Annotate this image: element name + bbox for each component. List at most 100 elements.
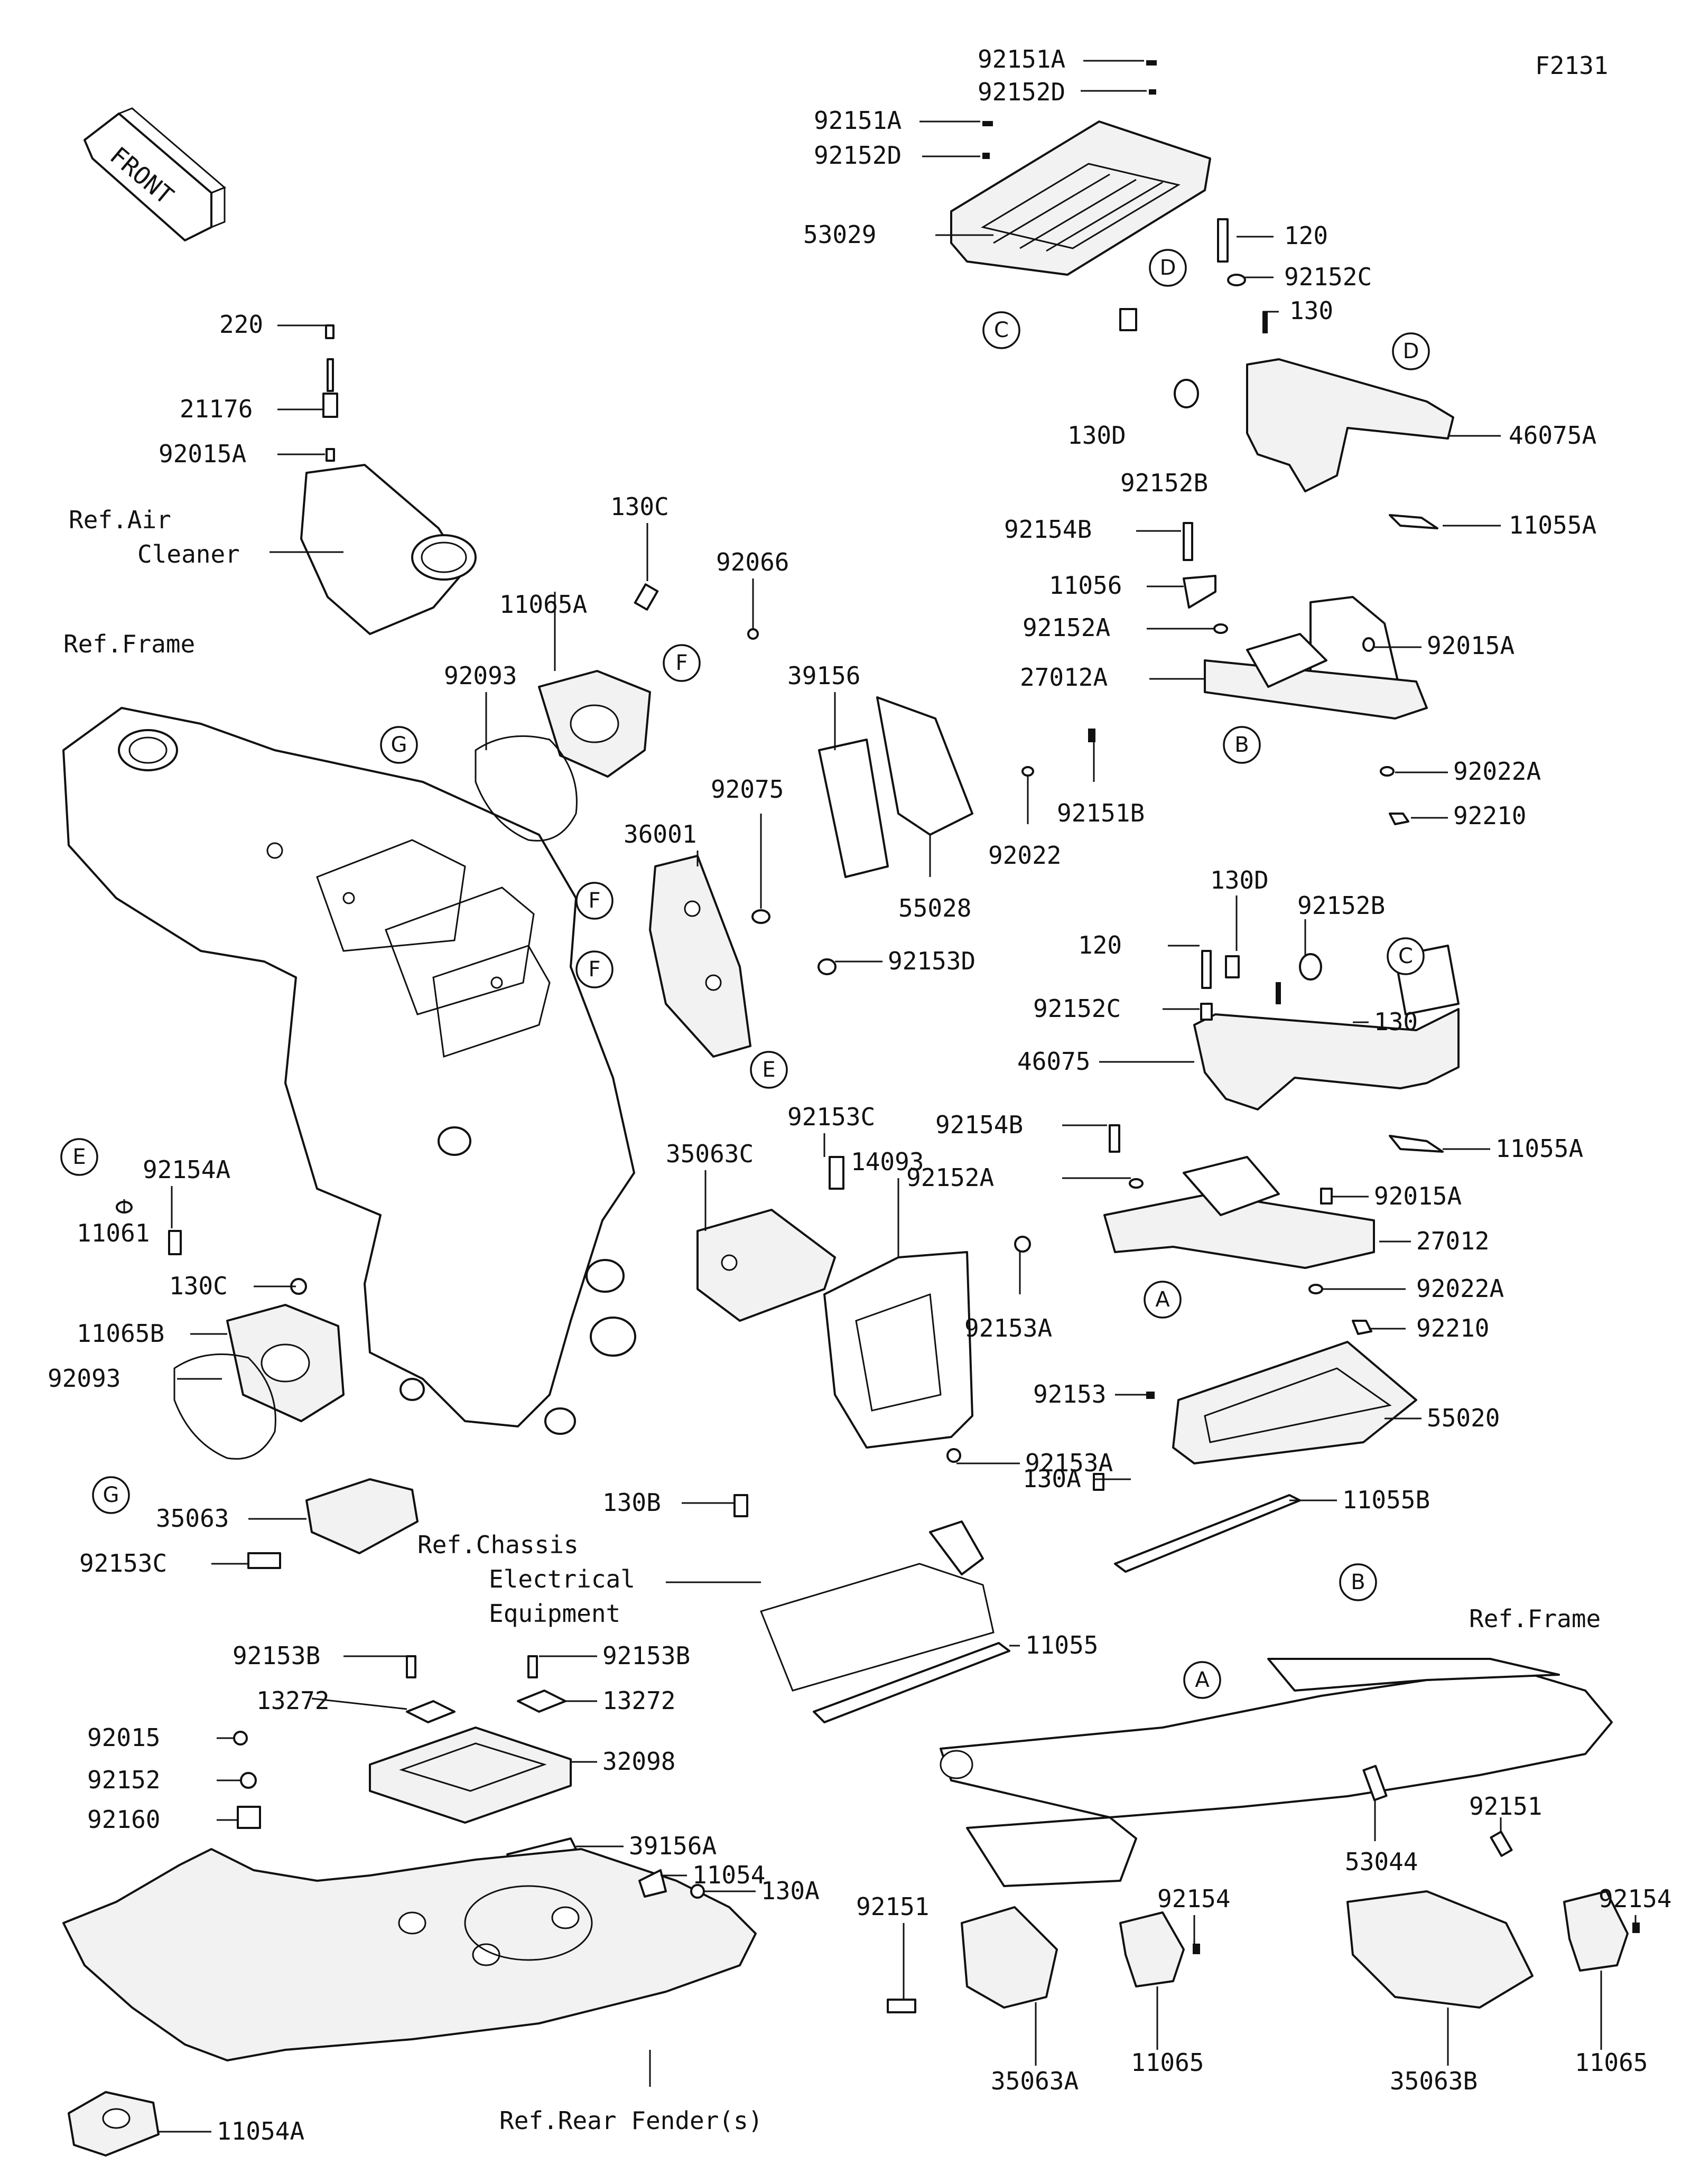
label-11065A: 11065A xyxy=(499,590,587,619)
part-13272-brackets xyxy=(406,1690,566,1723)
part-55020-tray xyxy=(1172,1341,1417,1464)
label-35063C: 35063C xyxy=(666,1140,754,1168)
label-92210-mid: 92210 xyxy=(1416,1314,1489,1342)
part-11065-left-footrest xyxy=(1119,1911,1185,1987)
label-92152D-top: 92152D xyxy=(978,78,1065,106)
part-11056-clip xyxy=(1183,575,1216,609)
part-92093-seal-top xyxy=(475,735,578,842)
part-27012A-step-bracket xyxy=(1204,633,1428,720)
label-11055: 11055 xyxy=(1025,1631,1098,1659)
callout-a-low xyxy=(1183,1661,1221,1699)
part-27012-step-bracket xyxy=(1103,1156,1375,1269)
label-130C-mid: 130C xyxy=(169,1272,228,1300)
part-32098-battery-case xyxy=(369,1726,572,1824)
callout-g-top-label: G xyxy=(391,733,407,757)
label-39156A: 39156A xyxy=(629,1832,717,1860)
callout-d-top xyxy=(1149,249,1187,287)
label-92152B-top: 92152B xyxy=(1120,469,1208,497)
callout-f-mid xyxy=(575,882,614,920)
callout-f-mid-label: F xyxy=(588,889,600,913)
callout-c-mid-label: C xyxy=(1398,944,1413,968)
label-32098: 32098 xyxy=(602,1747,675,1776)
label-92151A-top: 92151A xyxy=(978,45,1065,73)
label-11061: 11061 xyxy=(77,1219,150,1247)
part-53044-pin xyxy=(1362,1765,1388,1802)
callout-d-top-label: D xyxy=(1160,256,1176,280)
label-92210-top: 92210 xyxy=(1453,801,1526,830)
label-92153A-bot: 92153A xyxy=(1025,1449,1113,1477)
label-130A-bot: 130A xyxy=(761,1877,820,1905)
label-11055A-mid: 11055A xyxy=(1495,1134,1583,1163)
label-11065B: 11065B xyxy=(77,1319,164,1348)
air-cleaner-duct xyxy=(300,464,477,635)
label-ref-chassis-1: Ref.Chassis xyxy=(417,1530,579,1559)
label-92152A-top: 92152A xyxy=(1023,613,1110,642)
label-92152: 92152 xyxy=(87,1766,160,1794)
callout-markers: C D D B C A G F F F E E G B A xyxy=(60,249,1430,1699)
rear-subframe xyxy=(940,1658,1613,1887)
label-92022: 92022 xyxy=(988,841,1061,870)
label-55028: 55028 xyxy=(898,894,971,922)
label-39156: 39156 xyxy=(787,661,860,690)
label-92153C-mid: 92153C xyxy=(787,1103,875,1131)
callout-e-left xyxy=(60,1138,98,1176)
callout-c-top xyxy=(982,311,1020,349)
part-55028-cover xyxy=(876,696,973,836)
label-ref-chassis-3: Equipment xyxy=(489,1599,620,1628)
label-92151B: 92151B xyxy=(1057,799,1145,827)
part-53029-plate xyxy=(950,120,1211,276)
label-120-mid: 120 xyxy=(1078,931,1122,959)
label-11065-right: 11065 xyxy=(1575,2048,1648,2077)
label-46075A: 46075A xyxy=(1509,421,1596,450)
callout-f-low xyxy=(575,950,614,988)
label-35063A: 35063A xyxy=(991,2067,1079,2095)
part-11065B-cover xyxy=(226,1304,345,1422)
label-130D-mid: 130D xyxy=(1210,866,1269,894)
label-14093: 14093 xyxy=(851,1147,924,1176)
callout-b-top-label: B xyxy=(1234,733,1249,757)
label-130B: 130B xyxy=(602,1488,661,1517)
part-92093-seal-mid xyxy=(173,1353,276,1460)
label-92153D: 92153D xyxy=(888,947,975,975)
rear-fender-under-tray xyxy=(62,1848,757,2061)
label-11056: 11056 xyxy=(1049,571,1122,600)
label-92152D-mid: 92152D xyxy=(814,141,902,170)
front-arrow: FRONT xyxy=(83,107,226,241)
label-92093-mid: 92093 xyxy=(48,1364,120,1393)
callout-a-mid-label: A xyxy=(1155,1287,1170,1312)
label-11054A: 11054A xyxy=(217,2117,304,2145)
label-11054: 11054 xyxy=(692,1861,765,1889)
part-39156-plate xyxy=(818,739,889,878)
label-92153C-bot: 92153C xyxy=(79,1549,167,1578)
label-55020: 55020 xyxy=(1427,1404,1500,1432)
label-92151A-mid: 92151A xyxy=(814,106,902,135)
label-120-top: 120 xyxy=(1284,221,1328,250)
callout-f-top xyxy=(663,644,701,682)
part-11065A-cover xyxy=(538,670,651,778)
label-46075: 46075 xyxy=(1017,1047,1090,1076)
label-92153B-left: 92153B xyxy=(233,1641,320,1670)
main-frame xyxy=(62,707,636,1435)
label-92153: 92153 xyxy=(1033,1380,1106,1408)
callout-b-low-label: B xyxy=(1351,1570,1365,1594)
label-92066: 92066 xyxy=(716,548,789,576)
label-92151-right: 92151 xyxy=(1469,1792,1542,1821)
part-11055B-strip xyxy=(1114,1494,1301,1573)
label-92151-left: 92151 xyxy=(856,1892,929,1921)
label-ref-rear-fender: Ref.Rear Fender(s) xyxy=(499,2106,763,2135)
label-92152A-mid: 92152A xyxy=(906,1163,994,1192)
label-35063: 35063 xyxy=(156,1504,229,1533)
part-labels: 92151A 92152D 92151A 92152D 53029 120 92… xyxy=(48,45,1671,2145)
callout-f-low-label: F xyxy=(588,957,600,982)
label-11065-left: 11065 xyxy=(1131,2048,1204,2077)
label-27012: 27012 xyxy=(1416,1227,1489,1255)
label-92015A-mid: 92015A xyxy=(1374,1182,1462,1210)
label-ref-frame-left: Ref.Frame xyxy=(63,630,195,658)
label-27012A: 27012A xyxy=(1020,663,1108,692)
part-35063B-bracket xyxy=(1346,1890,1534,2009)
label-92154-mid: 92154 xyxy=(1157,1884,1230,1913)
label-92075: 92075 xyxy=(711,775,784,804)
callout-g-left-label: G xyxy=(103,1483,119,1507)
part-35063-bracket xyxy=(305,1478,419,1554)
